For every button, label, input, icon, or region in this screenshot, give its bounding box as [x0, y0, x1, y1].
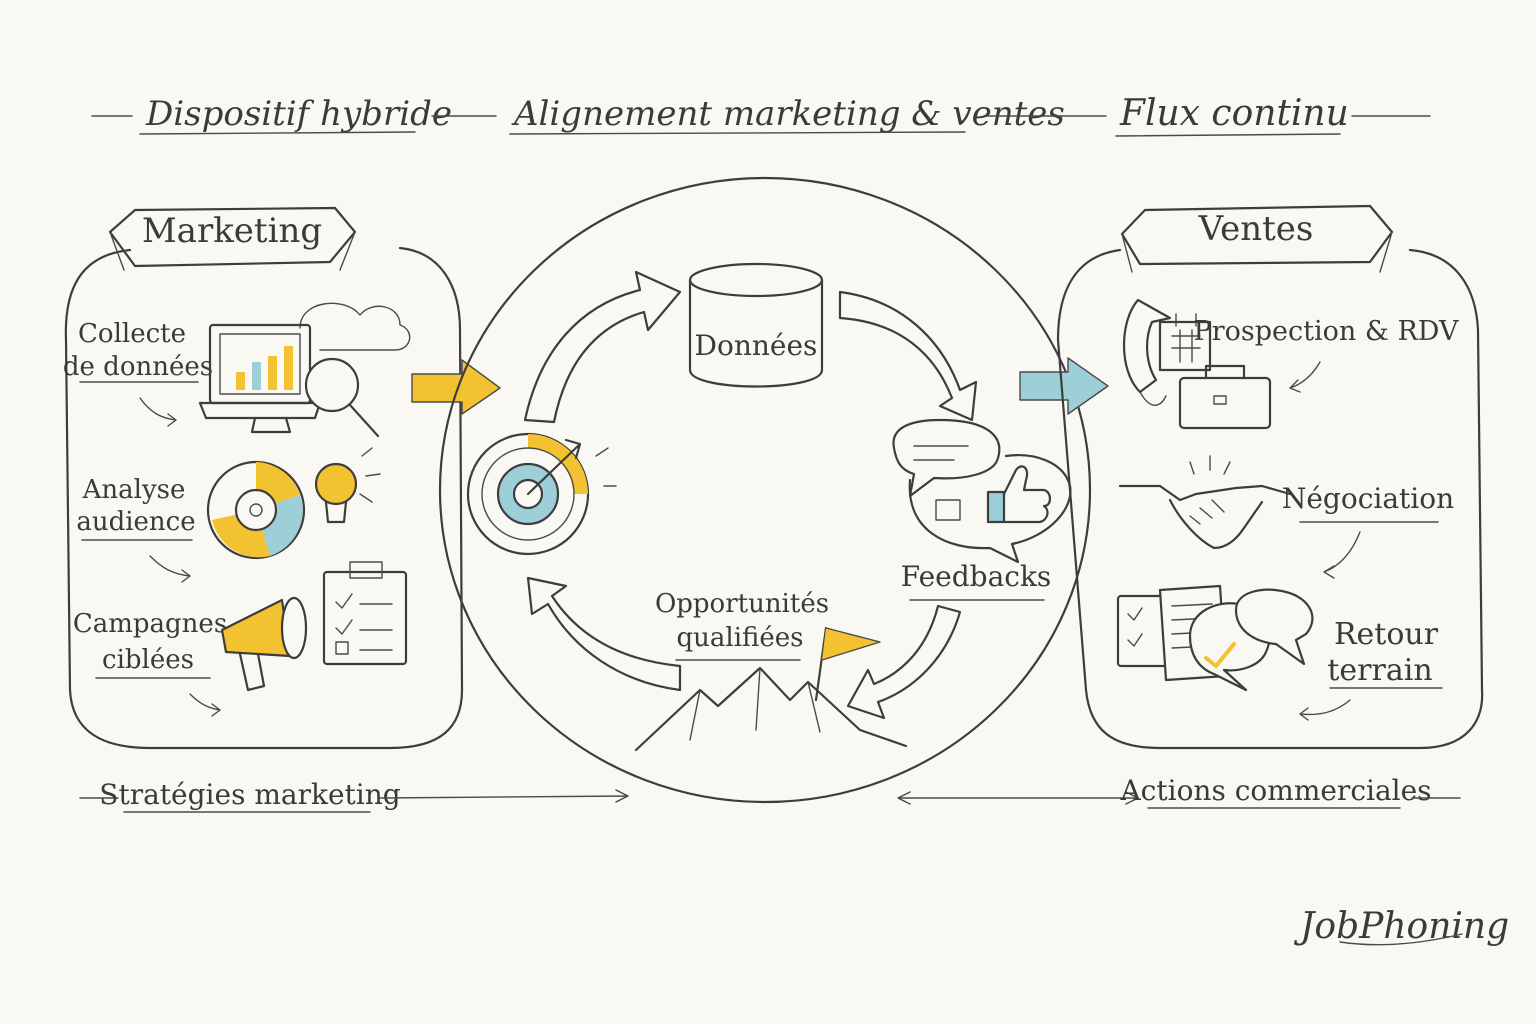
- marketing-step2-line1: Analyse: [82, 475, 186, 505]
- calendar-icon: [1158, 313, 1212, 372]
- ventes-banner: Ventes: [1120, 204, 1394, 273]
- opportunities-line2: qualifiées: [677, 623, 804, 653]
- mountain-flag-icon: [634, 626, 908, 752]
- lightbulb-icon: [314, 447, 381, 524]
- ventes-step1-label: Prospection & RDV: [1194, 316, 1459, 347]
- brand-label: JobPhoning: [1293, 906, 1509, 947]
- marketing-banner: Marketing: [108, 206, 357, 271]
- ventes-step3-line1: Retour: [1334, 617, 1439, 652]
- marketing-step1-line2: de données: [63, 352, 213, 382]
- marketing-title: Marketing: [142, 211, 322, 251]
- marketing-step2-line2: audience: [76, 507, 195, 537]
- feedbacks-label: Feedbacks: [901, 560, 1052, 593]
- brand-logo: JobPhoning: [1293, 906, 1509, 947]
- marketing-step3-line1: Campagnes: [73, 609, 227, 639]
- ventes-title: Ventes: [1198, 209, 1314, 249]
- computer-chart-icon: [198, 302, 411, 434]
- header-center-label: Alignement marketing & ventes: [511, 94, 1065, 134]
- checklist-icon: [322, 561, 408, 666]
- phone-icon: [1123, 298, 1172, 406]
- database-icon: Données: [688, 262, 824, 388]
- marketing-to-cycle-arrow: [412, 360, 500, 414]
- marketing-step1-line1: Collecte: [78, 319, 186, 349]
- magnifier-icon: [304, 357, 380, 438]
- ventes-step3-line2: terrain: [1327, 653, 1432, 688]
- header-right-label: Flux continu: [1119, 93, 1349, 134]
- pie-chart-icon: [206, 460, 306, 560]
- thumbs-up-icon: [935, 465, 1052, 524]
- marketing-step3-line2: ciblées: [102, 645, 194, 675]
- ventes-step2-label: Négociation: [1282, 482, 1454, 515]
- cycle: Données Feedbacks Opportunité: [438, 176, 1092, 804]
- megaphone-icon: [220, 596, 308, 692]
- opportunities-line1: Opportunités: [655, 589, 829, 619]
- ventes-footer: Actions commerciales: [1119, 774, 1431, 807]
- ventes-panel: Ventes Prospection & RDV Négociation: [897, 204, 1484, 809]
- database-label: Données: [695, 329, 818, 362]
- target-icon: [466, 432, 617, 556]
- header-left-label: Dispositif hybride: [145, 94, 452, 134]
- chat-check-icon: [1188, 588, 1314, 692]
- speech-bubbles-icon: [892, 418, 1072, 564]
- handshake-icon: [1118, 455, 1292, 550]
- header: Dispositif hybride Alignement marketing …: [91, 93, 1431, 137]
- marketing-panel: Marketing Collecte de données Analyse au…: [63, 206, 629, 813]
- marketing-footer: Stratégies marketing: [99, 778, 400, 811]
- briefcase-icon: [1178, 364, 1272, 430]
